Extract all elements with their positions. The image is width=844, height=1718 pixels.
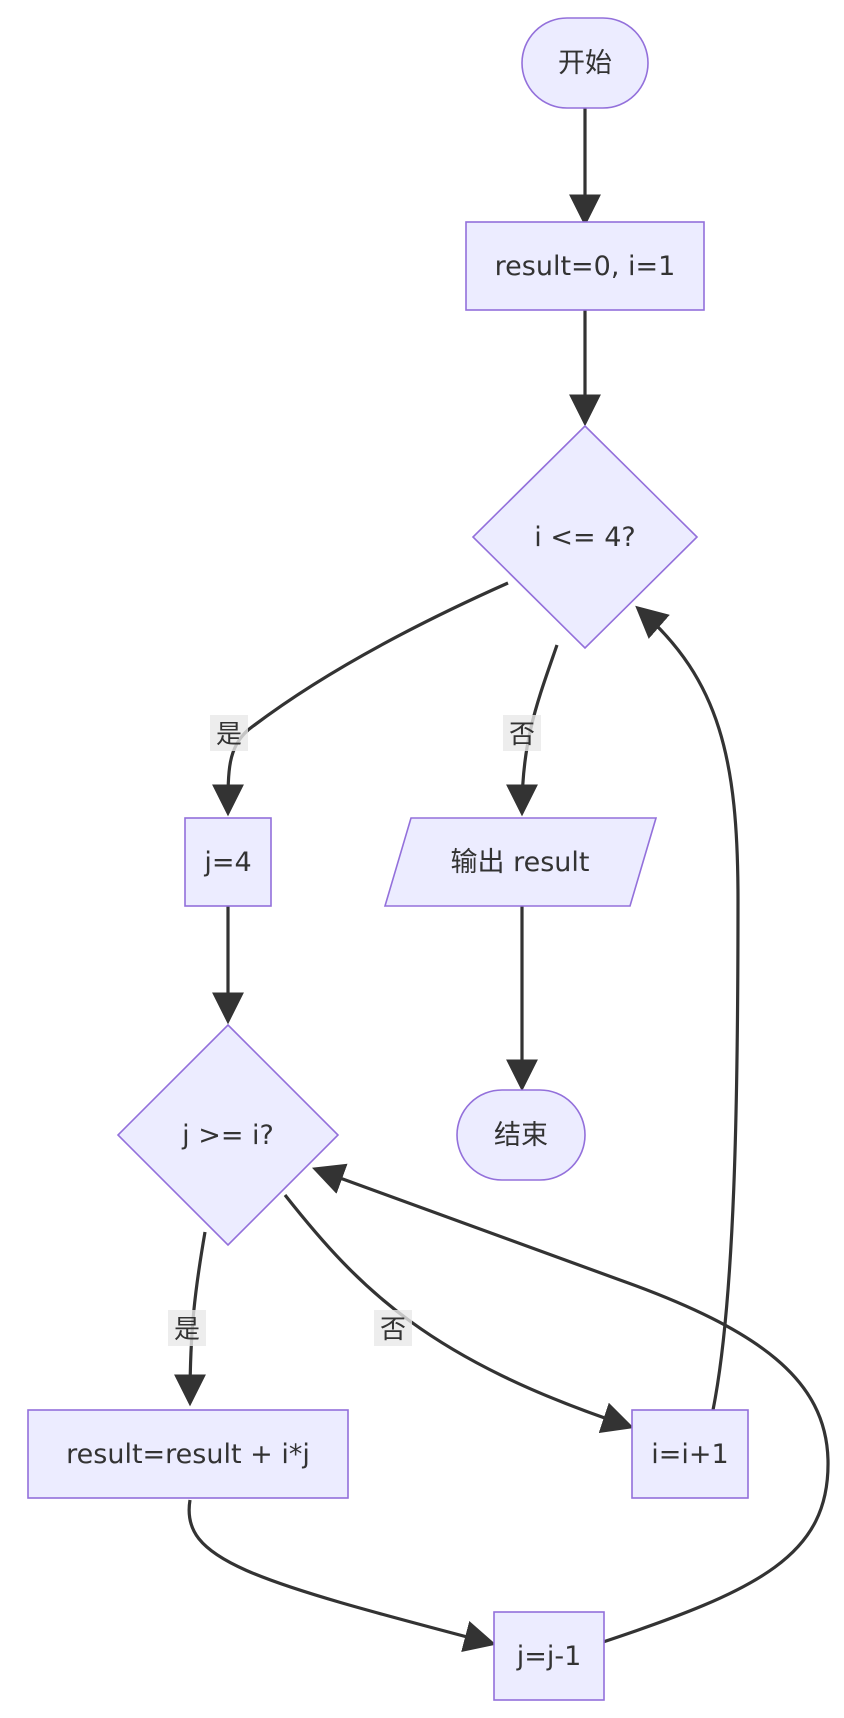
node-output: 输出 result: [383, 817, 658, 907]
node-inc-i: i=i+1: [631, 1409, 749, 1499]
svg-text:result=result + i*j: result=result + i*j: [66, 1439, 310, 1470]
svg-text:j=j-1: j=j-1: [516, 1641, 582, 1672]
svg-text:否: 否: [380, 1315, 406, 1345]
edge-cond-j-no-to-inc-i: [283, 1194, 635, 1434]
svg-text:是: 是: [216, 720, 242, 750]
edge-inc-i-to-cond-i: [635, 605, 740, 1411]
nodes: 开始 result=0, i=1 i <= 4? j=4 输出 result 结…: [27, 17, 749, 1701]
node-accumulate: result=result + i*j: [27, 1409, 349, 1499]
node-cond-i: i <= 4?: [471, 424, 699, 650]
svg-text:result=0, i=1: result=0, i=1: [495, 251, 676, 282]
svg-text:i=i+1: i=i+1: [651, 1439, 728, 1470]
edges: [174, 108, 830, 1652]
svg-text:结束: 结束: [494, 1120, 548, 1151]
svg-text:输出 result: 输出 result: [451, 847, 590, 878]
edge-dec-j-to-cond-j: [311, 1163, 830, 1645]
svg-text:j >= i?: j >= i?: [181, 1120, 274, 1151]
node-dec-j: j=j-1: [493, 1611, 605, 1701]
node-end: 结束: [456, 1089, 586, 1181]
node-init: result=0, i=1: [465, 221, 705, 311]
edge-label-cond-j-yes: 是: [168, 1310, 206, 1346]
edge-accumulate-to-dec-j: [187, 1499, 497, 1652]
edge-cond-i-yes-to-set-j: [212, 581, 509, 817]
edge-label-cond-j-no: 否: [374, 1310, 412, 1346]
svg-text:是: 是: [174, 1315, 200, 1345]
svg-text:j=4: j=4: [203, 847, 251, 878]
svg-text:否: 否: [509, 720, 535, 750]
node-cond-j: j >= i?: [116, 1023, 340, 1247]
node-start: 开始: [521, 17, 649, 109]
edge-label-cond-i-yes: 是: [210, 715, 248, 751]
svg-text:开始: 开始: [558, 48, 612, 79]
edge-labels: 是 否 是 否: [168, 715, 541, 1346]
node-set-j: j=4: [184, 817, 272, 907]
edge-label-cond-i-no: 否: [503, 715, 541, 751]
svg-text:i <= 4?: i <= 4?: [534, 522, 635, 553]
